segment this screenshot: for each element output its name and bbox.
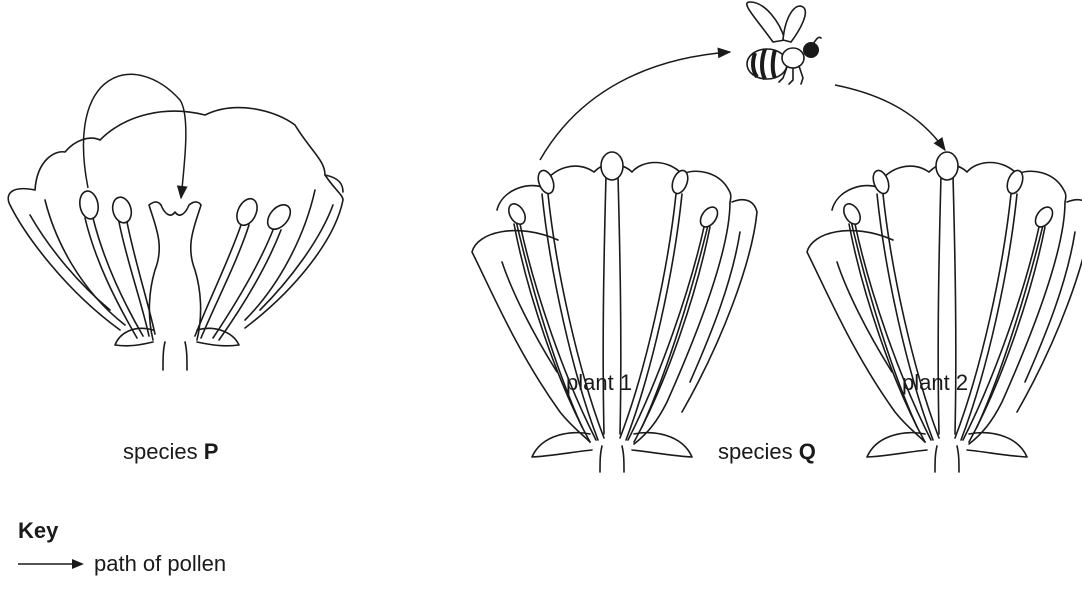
species-p-letter: P	[204, 439, 219, 464]
species-q-label: species Q	[718, 441, 816, 463]
species-p-flower	[8, 74, 343, 370]
species-q-prefix: species	[718, 439, 793, 464]
pollen-path-arrow-to-bee	[540, 52, 730, 160]
key-pollen-path: path of pollen	[18, 553, 226, 575]
plant-1-flower	[472, 152, 757, 472]
pollen-path-arrow-to-plant-2	[835, 85, 945, 150]
plant-2-flower	[807, 152, 1082, 472]
species-p-prefix: species	[123, 439, 198, 464]
arrow-icon	[18, 557, 84, 571]
species-p-label: species P	[123, 441, 218, 463]
key-title: Key	[18, 520, 58, 542]
species-q-letter: Q	[799, 439, 816, 464]
bee-icon	[747, 2, 821, 84]
plant-2-label: plant 2	[902, 372, 968, 394]
key-pollen-path-label: path of pollen	[94, 553, 226, 575]
pollen-path-arrow-p	[83, 74, 185, 198]
plant-1-label: plant 1	[566, 372, 632, 394]
